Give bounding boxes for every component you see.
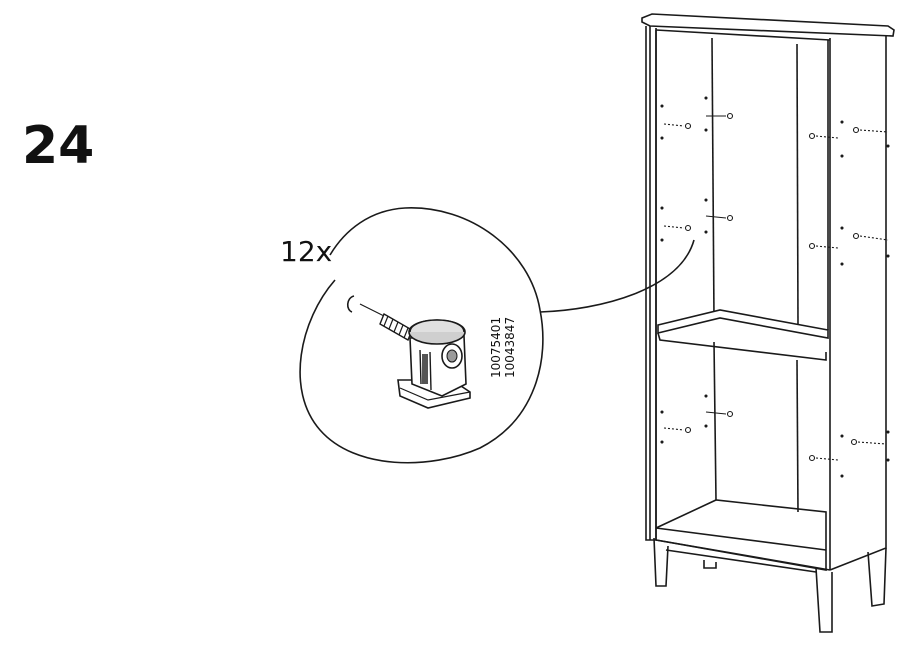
- dowel-screw-icon: [379, 312, 413, 342]
- part-numbers: 10075401 10043847: [489, 317, 517, 378]
- bookcase-icon: [641, 13, 895, 633]
- shelf-pin-icon: [346, 295, 471, 409]
- part-number-1: 10075401: [489, 317, 503, 378]
- callout-bubble: [299, 207, 695, 464]
- shelf-pin-hole-icon: [660, 96, 890, 478]
- step-number: 24: [22, 116, 95, 176]
- part-quantity: 12x: [280, 235, 333, 268]
- part-number-2: 10043847: [503, 317, 517, 378]
